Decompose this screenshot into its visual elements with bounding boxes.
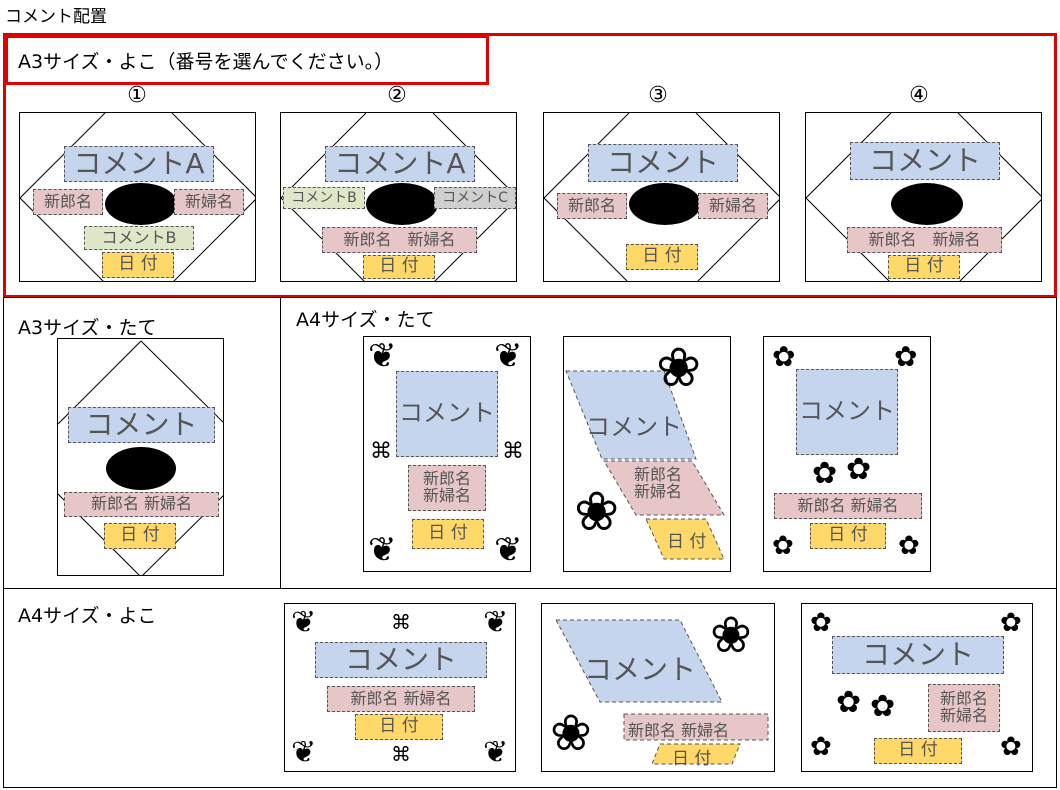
option-number-3[interactable]: ③ bbox=[628, 83, 688, 108]
date-box: 日 付 bbox=[626, 244, 698, 270]
clover-icon: ⌘ bbox=[391, 612, 411, 632]
photo-oval bbox=[366, 183, 438, 225]
photo-oval bbox=[891, 183, 963, 225]
flower-icon: ✿ bbox=[836, 688, 861, 718]
date-box: 日 付 bbox=[355, 714, 443, 740]
layout-card-a3-tate[interactable]: コメント 新郎名 新婦名 日 付 bbox=[57, 338, 224, 576]
flower-icon: ✿ bbox=[898, 533, 920, 559]
layout-card-a4-yoko-3[interactable]: ✿ ✿ ✿ ✿ ✿ ✿ コメント 新郎名 新婦名 日 付 bbox=[801, 603, 1033, 772]
swirl-ornament-icon: ❀ bbox=[550, 708, 592, 758]
swirl-ornament-icon: ❀ bbox=[710, 610, 752, 660]
heart-ornament-icon: ❦ bbox=[368, 533, 397, 567]
groom-bride-box: 新郎名 新婦名 bbox=[408, 465, 486, 511]
date-box: 日 付 bbox=[412, 519, 484, 549]
comment-box: コメント bbox=[68, 407, 215, 443]
date-box: 日 付 bbox=[888, 255, 960, 279]
flower-icon: ✿ bbox=[810, 734, 832, 760]
comment-c-box: コメントC bbox=[434, 187, 516, 209]
layout-card-a3-yoko-3[interactable]: コメント 新郎名 新婦名 日 付 bbox=[543, 112, 780, 282]
bride-name-box: 新婦名 bbox=[698, 193, 768, 219]
comment-b-box: コメントB bbox=[84, 226, 194, 250]
flower-icon: ✿ bbox=[1000, 610, 1022, 636]
bride-name-box: 新婦名 bbox=[174, 189, 244, 215]
heart-ornament-icon: ❦ bbox=[291, 608, 316, 638]
option-number-4[interactable]: ④ bbox=[889, 83, 949, 108]
comment-box: コメント bbox=[396, 371, 498, 457]
option-number-1[interactable]: ① bbox=[107, 83, 167, 108]
clover-icon: ⌘ bbox=[391, 744, 411, 764]
date-box: 日 付 bbox=[363, 255, 435, 279]
heart-ornament-icon: ❦ bbox=[368, 339, 397, 373]
groom-name-box: 新郎名 bbox=[557, 193, 627, 219]
layout-card-a4-tate-1[interactable]: ❦ ❦ ❦ ❦ ⌘ ⌘ コメント 新郎名 新婦名 日 付 bbox=[363, 336, 531, 572]
date-box: 日 付 bbox=[810, 523, 886, 549]
layout-card-a3-yoko-4[interactable]: コメント 新郎名 新婦名 日 付 bbox=[805, 112, 1042, 282]
comment-box: コメント bbox=[832, 636, 1004, 674]
flower-icon: ✿ bbox=[810, 610, 832, 636]
date-box: 日 付 bbox=[874, 738, 962, 764]
date-box: 日 付 bbox=[104, 523, 176, 549]
flower-icon: ✿ bbox=[846, 455, 871, 485]
layout-card-a4-yoko-2[interactable]: ❀ ❀ コメント 新郎名 新婦名 日 付 bbox=[541, 603, 775, 772]
comment-b-box: コメントB bbox=[283, 187, 365, 209]
layout-card-a4-yoko-1[interactable]: ❦ ❦ ❦ ❦ ⌘ ⌘ コメント 新郎名 新婦名 日 付 bbox=[284, 603, 516, 772]
a4-tate-heading: A4サイズ・たて bbox=[296, 305, 435, 332]
groom-bride-box: 新郎名 新婦名 bbox=[774, 493, 922, 519]
flower-icon: ✿ bbox=[772, 533, 794, 559]
photo-oval bbox=[106, 447, 176, 490]
date-label: 日 付 bbox=[667, 527, 706, 552]
comment-box: コメント bbox=[315, 642, 487, 678]
flower-icon: ✿ bbox=[1000, 734, 1022, 760]
clover-icon: ⌘ bbox=[502, 441, 524, 463]
clover-icon: ⌘ bbox=[370, 441, 392, 463]
groom-name-box: 新郎名 bbox=[33, 189, 103, 215]
flower-icon: ✿ bbox=[894, 343, 917, 371]
groom-bride-label: 新郎名 新婦名 bbox=[634, 467, 682, 501]
heart-ornament-icon: ❦ bbox=[483, 608, 508, 638]
groom-bride-box: 新郎名 新婦名 bbox=[64, 492, 219, 517]
layout-card-a3-yoko-1[interactable]: コメントA 新郎名 新婦名 コメントB 日 付 bbox=[19, 112, 256, 282]
comment-box: コメント bbox=[850, 142, 1000, 180]
heart-ornament-icon: ❦ bbox=[494, 339, 523, 373]
heart-ornament-icon: ❦ bbox=[291, 738, 316, 768]
comment-a-box: コメントA bbox=[64, 146, 214, 182]
groom-bride-box: 新郎名 新婦名 bbox=[847, 227, 1002, 253]
groom-bride-box: 新郎名 新婦名 bbox=[327, 686, 475, 712]
layout-card-a3-yoko-2[interactable]: コメントA コメントB コメントC 新郎名 新婦名 日 付 bbox=[280, 112, 517, 282]
photo-oval bbox=[105, 183, 177, 225]
option-number-2[interactable]: ② bbox=[367, 83, 427, 108]
groom-bride-box: 新郎名 新婦名 bbox=[322, 227, 477, 253]
comment-a-box: コメントA bbox=[325, 146, 475, 182]
flower-icon: ✿ bbox=[812, 459, 837, 489]
a4-yoko-heading: A4サイズ・よこ bbox=[18, 601, 157, 628]
layout-card-a4-tate-3[interactable]: ✿ ✿ ✿ ✿ ✿ ✿ コメント 新郎名 新婦名 日 付 bbox=[763, 336, 931, 572]
comment-label: コメント bbox=[584, 648, 696, 688]
heart-ornament-icon: ❦ bbox=[494, 533, 523, 567]
comment-box: コメント bbox=[796, 369, 898, 455]
layout-card-a4-tate-2[interactable]: ❀ ❀ コメント 新郎名 新婦名 日 付 bbox=[563, 336, 731, 572]
comment-label: コメント bbox=[586, 407, 682, 442]
flower-icon: ✿ bbox=[772, 343, 795, 371]
page-title: コメント配置 bbox=[5, 2, 107, 27]
a3-yoko-heading: A3サイズ・よこ（番号を選んでください。） bbox=[18, 47, 393, 74]
groom-bride-box: 新郎名 新婦名 bbox=[928, 684, 1000, 732]
groom-bride-label: 新郎名 新婦名 bbox=[628, 717, 729, 741]
comment-box: コメント bbox=[588, 144, 738, 182]
swirl-ornament-icon: ❀ bbox=[656, 341, 701, 395]
a3-tate-heading: A3サイズ・たて bbox=[18, 313, 157, 340]
flower-icon: ✿ bbox=[870, 692, 895, 722]
swirl-ornament-icon: ❀ bbox=[574, 485, 619, 539]
date-box: 日 付 bbox=[102, 252, 174, 278]
heart-ornament-icon: ❦ bbox=[483, 738, 508, 768]
photo-oval bbox=[629, 183, 701, 225]
date-label: 日 付 bbox=[672, 744, 711, 769]
